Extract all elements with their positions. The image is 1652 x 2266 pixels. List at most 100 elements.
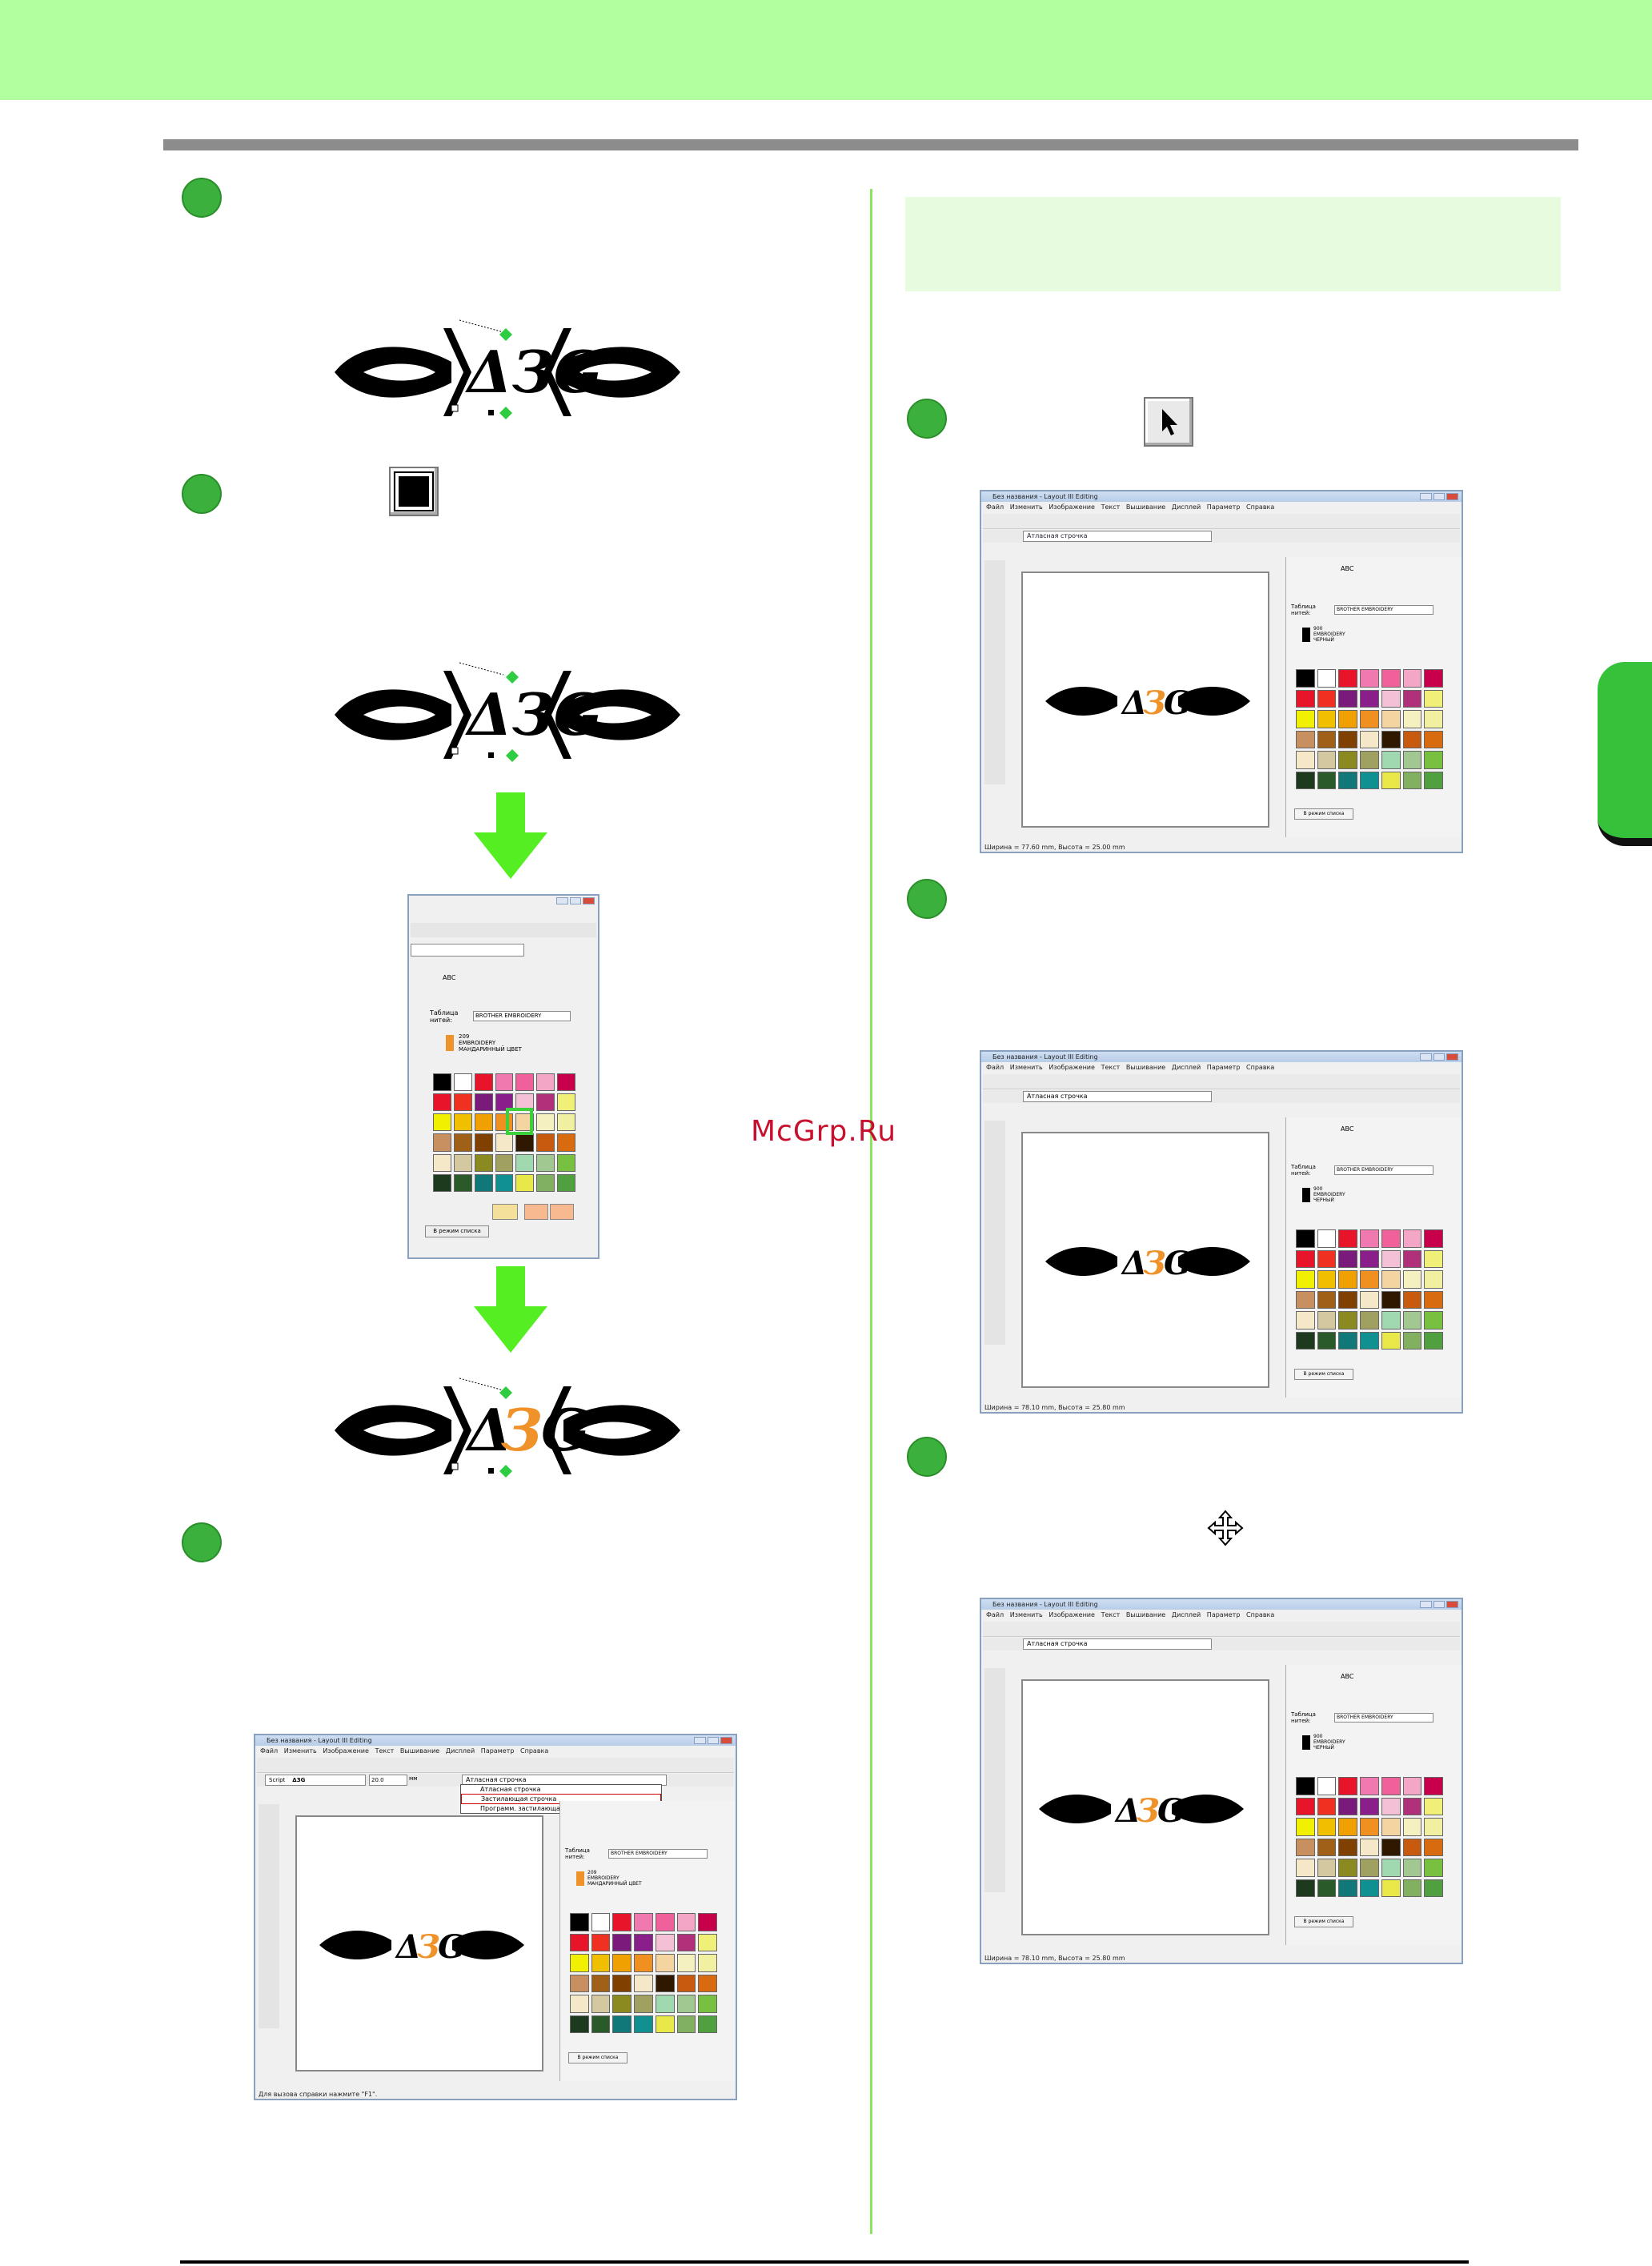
color-swatch[interactable] bbox=[1317, 1777, 1337, 1795]
color-swatch[interactable] bbox=[1424, 1797, 1443, 1815]
color-swatch[interactable] bbox=[1381, 1777, 1401, 1795]
menu-sew[interactable]: Вышивание bbox=[1125, 1611, 1166, 1618]
color-swatch[interactable] bbox=[1402, 751, 1422, 769]
color-swatch[interactable] bbox=[1296, 751, 1315, 769]
color-swatch[interactable] bbox=[570, 1933, 589, 1951]
color-swatch[interactable] bbox=[1338, 1249, 1358, 1268]
color-swatch[interactable] bbox=[698, 2015, 717, 2033]
thread-table-select[interactable]: BROTHER EMBROIDERY bbox=[1334, 605, 1433, 615]
color-swatch[interactable] bbox=[570, 1954, 589, 1972]
color-swatch[interactable] bbox=[453, 1113, 472, 1132]
color-swatch[interactable] bbox=[1360, 771, 1379, 789]
color-swatch[interactable] bbox=[1381, 1270, 1401, 1289]
color-swatch[interactable] bbox=[1381, 1229, 1401, 1248]
menu-help[interactable]: Справка bbox=[1246, 1611, 1275, 1618]
color-swatch[interactable] bbox=[1381, 689, 1401, 708]
color-swatch[interactable] bbox=[1402, 1859, 1422, 1877]
color-swatch[interactable] bbox=[1424, 1331, 1443, 1350]
color-swatch[interactable] bbox=[676, 1913, 696, 1931]
color-swatch[interactable] bbox=[612, 2015, 632, 2033]
menu-image[interactable]: Изображение bbox=[1049, 1064, 1095, 1071]
list-mode-button[interactable]: В режим списка bbox=[1294, 1916, 1353, 1927]
color-swatch[interactable] bbox=[1381, 1797, 1401, 1815]
color-swatch[interactable] bbox=[1424, 1838, 1443, 1856]
color-swatch[interactable] bbox=[1360, 1797, 1379, 1815]
color-swatch[interactable] bbox=[1402, 1838, 1422, 1856]
color-swatch[interactable] bbox=[1360, 1818, 1379, 1836]
stitch-option-prog-fill[interactable]: Программ. застилающая строчка bbox=[480, 1805, 593, 1812]
color-swatch[interactable] bbox=[536, 1113, 555, 1132]
color-swatches[interactable] bbox=[570, 1913, 717, 2033]
color-swatch[interactable] bbox=[1424, 669, 1443, 688]
color-swatch[interactable] bbox=[1424, 1229, 1443, 1248]
color-swatches[interactable] bbox=[1296, 1229, 1443, 1350]
color-swatch[interactable] bbox=[655, 2015, 675, 2033]
thread-table-select[interactable]: BROTHER EMBROIDERY bbox=[608, 1849, 708, 1859]
color-swatch[interactable] bbox=[1424, 771, 1443, 789]
color-swatch[interactable] bbox=[433, 1173, 451, 1192]
color-swatch[interactable] bbox=[515, 1173, 535, 1192]
menu-image[interactable]: Изображение bbox=[1049, 503, 1095, 511]
menu-option[interactable]: Параметр bbox=[1206, 503, 1241, 511]
menu-display[interactable]: Дисплей bbox=[1171, 1611, 1201, 1618]
color-swatch[interactable] bbox=[570, 1995, 589, 2013]
color-swatch[interactable] bbox=[612, 1974, 632, 1992]
color-swatch[interactable] bbox=[1317, 1859, 1337, 1877]
color-swatch[interactable] bbox=[433, 1113, 451, 1132]
color-swatch[interactable] bbox=[1381, 1311, 1401, 1330]
color-swatch[interactable] bbox=[536, 1133, 555, 1152]
color-swatch[interactable] bbox=[1338, 669, 1358, 688]
color-swatch[interactable] bbox=[1360, 1249, 1379, 1268]
color-swatch[interactable] bbox=[1424, 751, 1443, 769]
color-swatch[interactable] bbox=[1296, 1818, 1315, 1836]
color-swatch[interactable] bbox=[634, 1933, 653, 1951]
color-swatch[interactable] bbox=[1296, 730, 1315, 748]
color-swatch[interactable] bbox=[1296, 1879, 1315, 1897]
color-swatch[interactable] bbox=[1338, 1777, 1358, 1795]
color-swatch[interactable] bbox=[676, 2015, 696, 2033]
color-swatch[interactable] bbox=[1381, 1859, 1401, 1877]
color-swatch[interactable] bbox=[1338, 1229, 1358, 1248]
color-swatch[interactable] bbox=[1360, 730, 1379, 748]
tab-abc[interactable]: ABC bbox=[1341, 565, 1354, 572]
color-swatch[interactable] bbox=[1402, 689, 1422, 708]
color-swatch[interactable] bbox=[1296, 689, 1315, 708]
color-swatch[interactable] bbox=[1424, 1290, 1443, 1309]
color-swatch[interactable] bbox=[557, 1173, 575, 1192]
color-swatch[interactable] bbox=[634, 1995, 653, 2013]
color-swatch[interactable] bbox=[515, 1073, 535, 1092]
color-swatch[interactable] bbox=[591, 1954, 611, 1972]
color-swatches[interactable] bbox=[1296, 1777, 1443, 1897]
menu-text[interactable]: Текст bbox=[1101, 503, 1121, 511]
color-swatch[interactable] bbox=[1381, 1838, 1401, 1856]
color-swatch[interactable] bbox=[557, 1073, 575, 1092]
color-swatch[interactable] bbox=[1296, 1311, 1315, 1330]
menu-display[interactable]: Дисплей bbox=[445, 1747, 475, 1755]
color-swatch[interactable] bbox=[1381, 1331, 1401, 1350]
color-swatch[interactable] bbox=[612, 1933, 632, 1951]
color-swatch[interactable] bbox=[1296, 1777, 1315, 1795]
menu-sew[interactable]: Вышивание bbox=[399, 1747, 440, 1755]
color-swatch[interactable] bbox=[1317, 1229, 1337, 1248]
color-swatch[interactable] bbox=[676, 1933, 696, 1951]
color-swatch[interactable] bbox=[676, 1974, 696, 1992]
color-swatch[interactable] bbox=[1317, 751, 1337, 769]
color-swatch[interactable] bbox=[474, 1113, 493, 1132]
stitch-type-select[interactable]: Атласная строчка bbox=[1023, 531, 1212, 542]
menu-file[interactable]: Файл bbox=[986, 503, 1004, 511]
color-swatch[interactable] bbox=[453, 1173, 472, 1192]
color-swatch[interactable] bbox=[612, 1954, 632, 1972]
color-swatch[interactable] bbox=[557, 1133, 575, 1152]
color-swatch[interactable] bbox=[1360, 1838, 1379, 1856]
color-swatch[interactable] bbox=[1381, 751, 1401, 769]
color-swatch[interactable] bbox=[1402, 710, 1422, 728]
color-swatch[interactable] bbox=[1402, 1311, 1422, 1330]
color-swatch[interactable] bbox=[495, 1153, 514, 1172]
color-swatch[interactable] bbox=[495, 1093, 514, 1112]
color-swatch[interactable] bbox=[557, 1153, 575, 1172]
color-swatch[interactable] bbox=[1317, 710, 1337, 728]
stitch-type-select[interactable]: Атласная строчка bbox=[1023, 1638, 1212, 1650]
menu-option[interactable]: Параметр bbox=[1206, 1064, 1241, 1071]
